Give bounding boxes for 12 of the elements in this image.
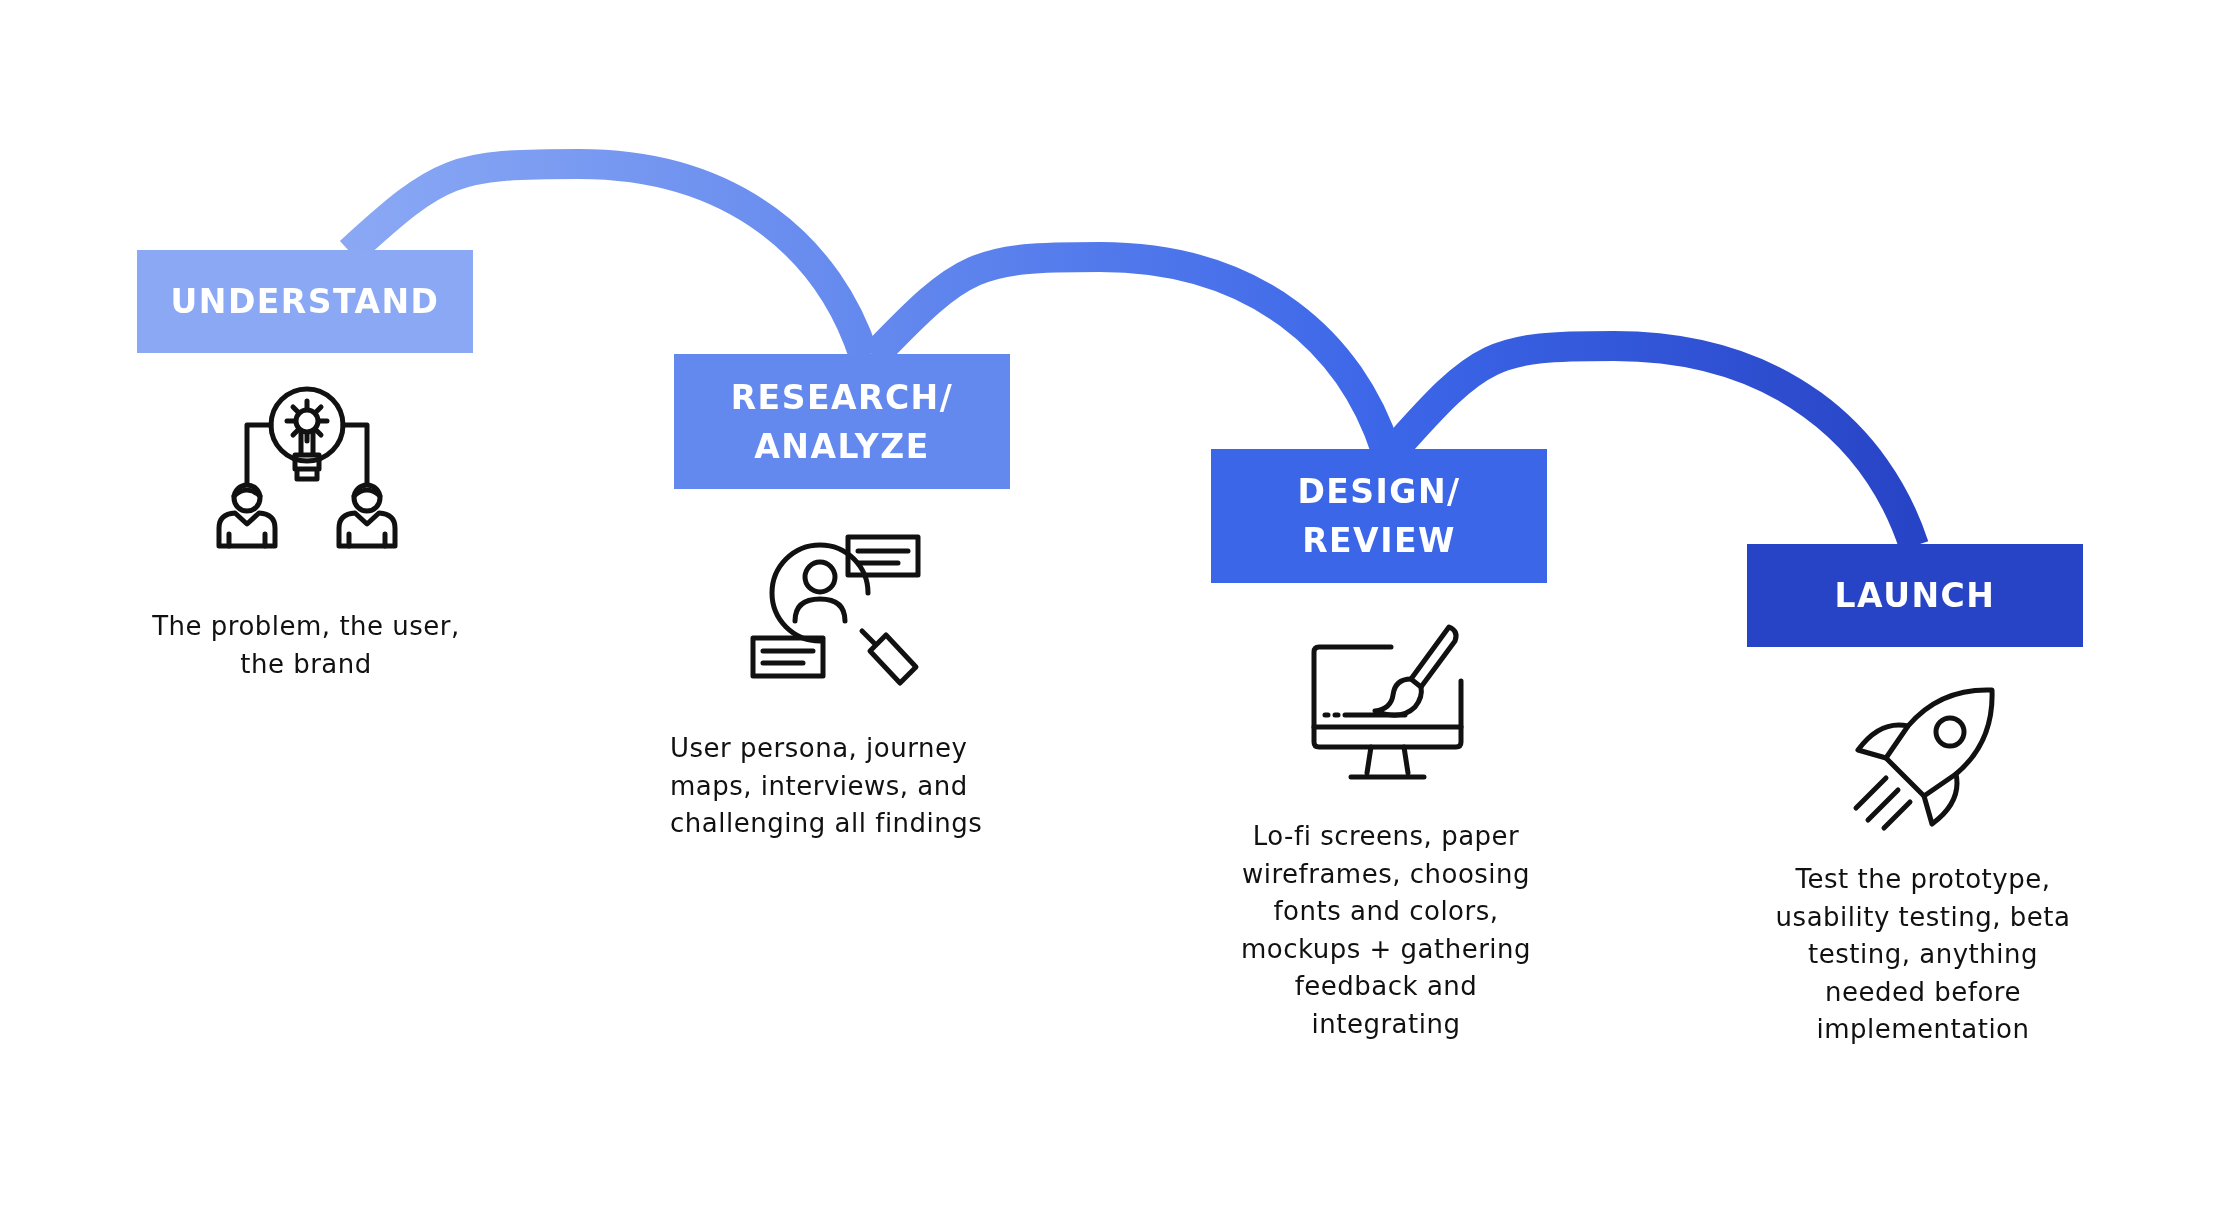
stage-description: User persona, journey maps, interviews, and challenging all findings [670,732,984,841]
stage-title: RESEARCH/ ANALYZE [729,376,955,468]
stage-box [1747,544,2083,647]
stage-description: Test the prototype, usability testing, beta testing, anything needed before implementation [1774,863,2072,1047]
stage-description: The problem, the user, the brand [151,610,461,681]
stage-box [137,250,473,353]
stage-box [674,354,1010,489]
stage-description: Lo-fi screens, paper wireframes, choosing fonts and colors, mockups + gathering feedback and integrating [1239,820,1533,1041]
stage-box [1211,449,1547,583]
stage-title: DESIGN/ REVIEW [1296,471,1462,562]
stage-title: LAUNCH [1833,575,1997,617]
stage-title: UNDERSTAND [169,281,441,323]
